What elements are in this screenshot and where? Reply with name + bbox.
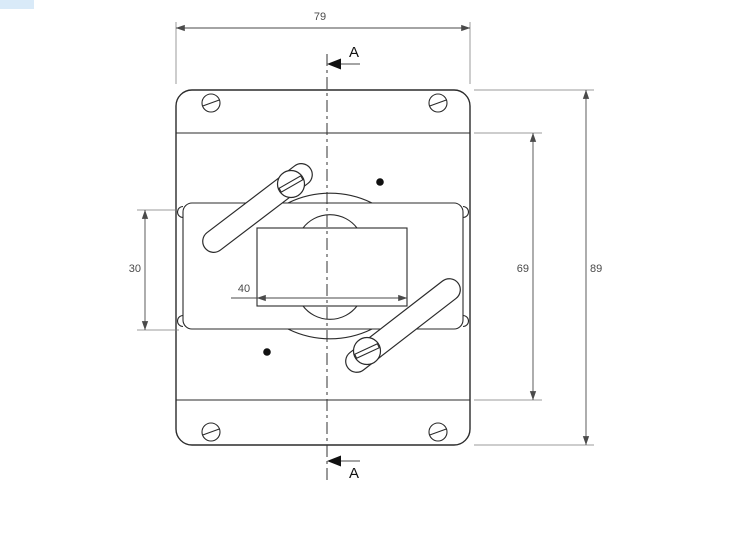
section-line-a-a: A A <box>326 44 360 482</box>
section-label-top: A <box>349 44 359 61</box>
section-label-bottom: A <box>349 465 359 482</box>
dimension-slot-width: 40 <box>231 283 408 302</box>
section-arrow-bottom <box>327 455 360 467</box>
cam-arc-top-outer <box>287 192 373 204</box>
dimension-overall-height: 89 <box>474 89 602 446</box>
channel-opening <box>256 227 408 307</box>
corner-screw-bottom-right <box>428 422 448 442</box>
corner-screw-top-left <box>201 93 221 113</box>
dim-label-left-feature: 30 <box>129 263 141 275</box>
dimension-overall-width: 79 <box>175 11 471 84</box>
slider-band-outline <box>182 202 464 330</box>
dimension-left-feature: 30 <box>129 209 179 331</box>
screw-slot-upper <box>278 175 304 193</box>
dim-label-slot-width: 40 <box>238 283 250 295</box>
pin-hole-bottom-left <box>263 348 271 356</box>
notch-right-bottom <box>462 314 469 328</box>
part-views <box>175 89 471 446</box>
screw-slot-lower <box>354 342 380 360</box>
dim-label-overall-height: 89 <box>590 263 602 275</box>
cam-arc-bottom-inner <box>302 305 358 320</box>
section-arrow-top <box>327 58 360 70</box>
notch-left-top <box>177 205 184 219</box>
dim-label-overall-width: 79 <box>314 11 326 23</box>
cam-arc-top-inner <box>302 214 358 229</box>
corner-screw-top-right <box>428 93 448 113</box>
lever-screw-lower <box>352 336 382 366</box>
notch-left-bottom <box>177 314 184 328</box>
corner-screw-bottom-left <box>201 422 221 442</box>
pin-hole-top-right <box>376 178 384 186</box>
scan-artifact <box>0 0 34 9</box>
plate-outline <box>175 89 471 446</box>
lever-screw-upper <box>276 169 306 199</box>
dimension-inner-height: 69 <box>474 132 542 401</box>
dim-label-inner-height: 69 <box>517 263 529 275</box>
notch-right-top <box>462 205 469 219</box>
cam-arc-bottom-outer <box>287 328 373 340</box>
